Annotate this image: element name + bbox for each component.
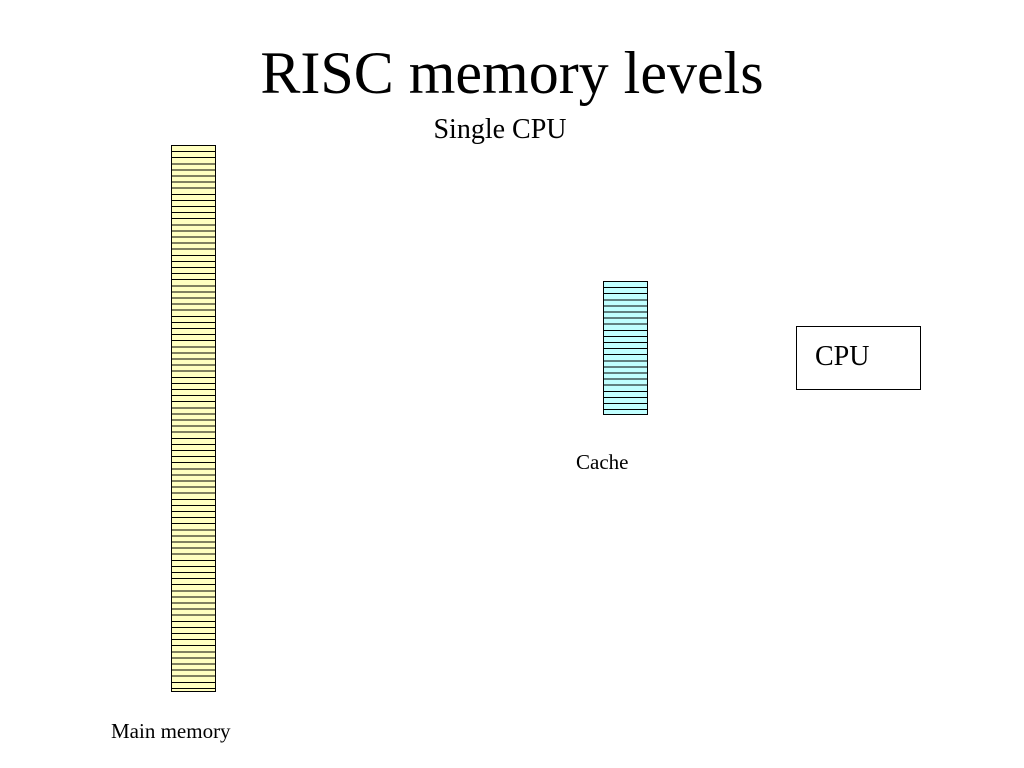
cpu-label: CPU — [815, 341, 870, 372]
main-memory-block — [171, 145, 216, 692]
slide-title: RISC memory levels — [260, 40, 764, 106]
slide-subtitle: Single CPU — [433, 114, 567, 145]
cache-block — [603, 281, 648, 415]
cache-caption: Cache — [576, 450, 629, 474]
cpu-box: CPU — [796, 326, 921, 390]
main-memory-caption: Main memory — [111, 719, 231, 743]
